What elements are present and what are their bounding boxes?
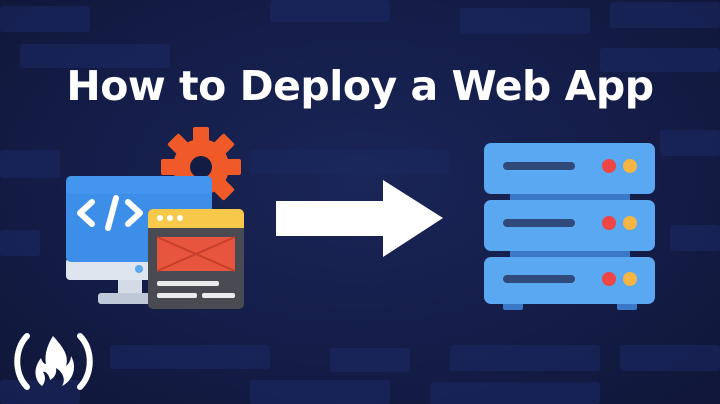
- arrow-right-icon: [276, 180, 443, 257]
- freecodecamp-logo-icon: [14, 333, 93, 390]
- server-rack-icon: [484, 143, 655, 310]
- browser-window-icon: [148, 209, 244, 309]
- page-title: How to Deploy a Web App: [66, 62, 654, 110]
